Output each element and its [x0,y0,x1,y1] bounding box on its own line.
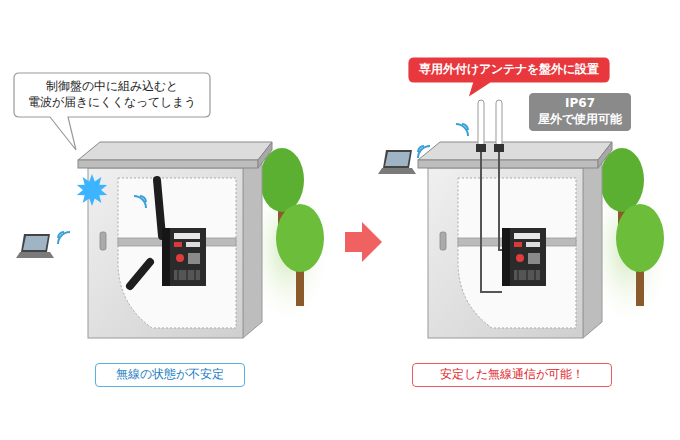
antenna-base [494,144,504,152]
radio-waves [456,124,468,136]
speech-bubble: 制御盤の中に組み込むと 電波が届きにくくなってしまう [14,73,210,117]
internal-antenna [130,262,150,286]
external-antenna [496,100,502,146]
callout-outline [409,58,609,95]
wireless-device [502,228,546,286]
label-text: 安定した無線通信が可能！ [440,367,584,383]
control-cabinet [418,142,612,338]
label-text: 専用外付けアンテナを盤外に設置 [419,62,599,78]
status-label: 安定した無線通信が可能！ [412,363,612,387]
wireless-device [162,228,206,286]
radio-waves [58,232,70,244]
laptop [378,150,416,174]
antenna-base [476,144,486,152]
callout-label: 専用外付けアンテナを盤外に設置 [409,58,609,82]
antenna-cable [481,152,502,292]
spec-label: IP67 屋外で使用可能 [529,93,631,131]
transition-arrow [345,222,382,262]
control-cabinet [78,142,272,338]
radio-waves [134,196,146,208]
interference-burst [77,174,107,206]
callout-outline [14,73,210,150]
radio-waves [418,146,430,158]
status-label: 無線の状態が不安定 [95,363,245,387]
label-text: 無線の状態が不安定 [116,367,224,383]
label-text: IP67 屋外で使用可能 [535,96,625,127]
antenna-cable [499,152,502,250]
internal-antenna [157,180,162,236]
external-antenna [478,100,484,146]
laptop [16,234,54,258]
label-text: 制御盤の中に組み込むと 電波が届きにくくなってしまう [22,79,202,110]
